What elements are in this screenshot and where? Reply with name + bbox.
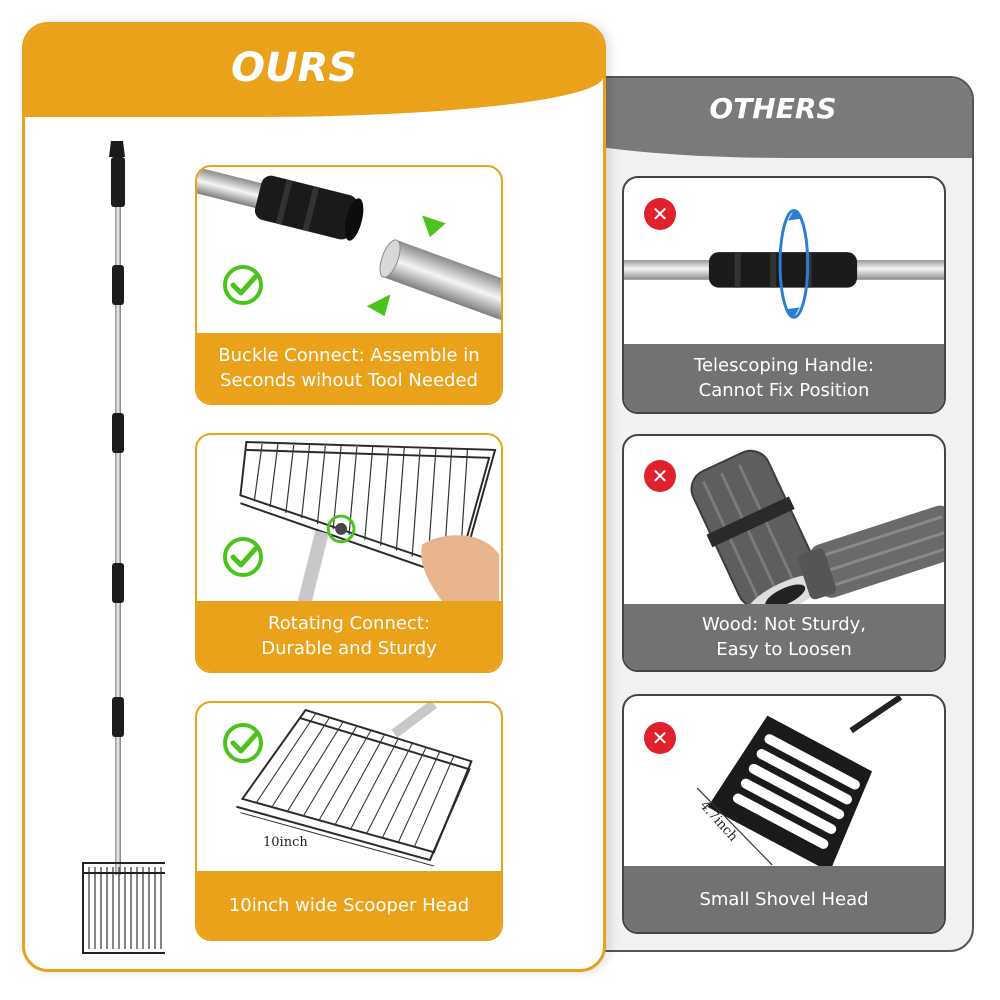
scooper-head-image — [236, 703, 473, 867]
others-card-caption: Telescoping Handle: Cannot Fix Position — [624, 344, 944, 412]
ours-card-buckle: Buckle Connect: Assemble in Seconds wiho… — [195, 165, 503, 405]
ours-card-caption: 10inch wide Scooper Head — [197, 871, 501, 939]
green-check-icon — [223, 723, 263, 763]
ours-card-caption: Buckle Connect: Assemble in Seconds wiho… — [197, 333, 501, 403]
small-shovel-image — [696, 696, 903, 866]
caption-line: Cannot Fix Position — [698, 380, 870, 401]
others-card-telescoping: ✕ Telescoping Handle: Cannot Fix Positio… — [622, 176, 946, 414]
ours-banner — [25, 25, 603, 117]
caption-line: Wood: Not Sturdy, — [701, 614, 866, 635]
caption-line: Seconds wihout Tool Needed — [220, 370, 478, 391]
caption-line: Easy to Loosen — [716, 639, 852, 660]
red-x-icon: ✕ — [644, 460, 676, 492]
others-card-wood: ✕ Wood: Not Sturdy, Easy to Loosen — [622, 434, 946, 672]
ours-card-scooper-head: 10inch 10inch wide Scooper Head — [195, 701, 503, 941]
caption-line: Rotating Connect: — [268, 613, 430, 634]
caption-line: Telescoping Handle: — [694, 355, 874, 376]
caption-line: Durable and Sturdy — [261, 638, 437, 659]
ours-title: OURS — [230, 45, 358, 91]
scooper-dimension-label: 10inch — [263, 835, 308, 850]
red-x-icon: ✕ — [644, 722, 676, 754]
others-card-shovel: 4.7inch ✕ Small Shovel Head — [622, 694, 946, 934]
buckle-connect-image — [197, 167, 501, 324]
caption-line: 10inch wide Scooper Head — [228, 894, 470, 916]
wood-handle-image — [690, 449, 944, 606]
others-card-caption: Wood: Not Sturdy, Easy to Loosen — [624, 604, 944, 670]
telescoping-handle-image — [624, 209, 944, 319]
others-title: OTHERS — [709, 92, 837, 125]
ours-panel: OURS — [22, 22, 606, 972]
others-card-caption: Small Shovel Head — [624, 866, 944, 932]
caption-line: Buckle Connect: Assemble in — [218, 345, 480, 366]
green-check-icon — [223, 265, 263, 305]
green-check-icon — [223, 537, 263, 577]
red-x-icon: ✕ — [644, 198, 676, 230]
caption-line: Small Shovel Head — [699, 888, 869, 910]
ours-card-rotating: Rotating Connect: Durable and Sturdy — [195, 433, 503, 673]
scooper-tool-image — [82, 141, 165, 954]
ours-card-caption: Rotating Connect: Durable and Sturdy — [197, 601, 501, 671]
rotating-connect-image — [239, 441, 500, 605]
